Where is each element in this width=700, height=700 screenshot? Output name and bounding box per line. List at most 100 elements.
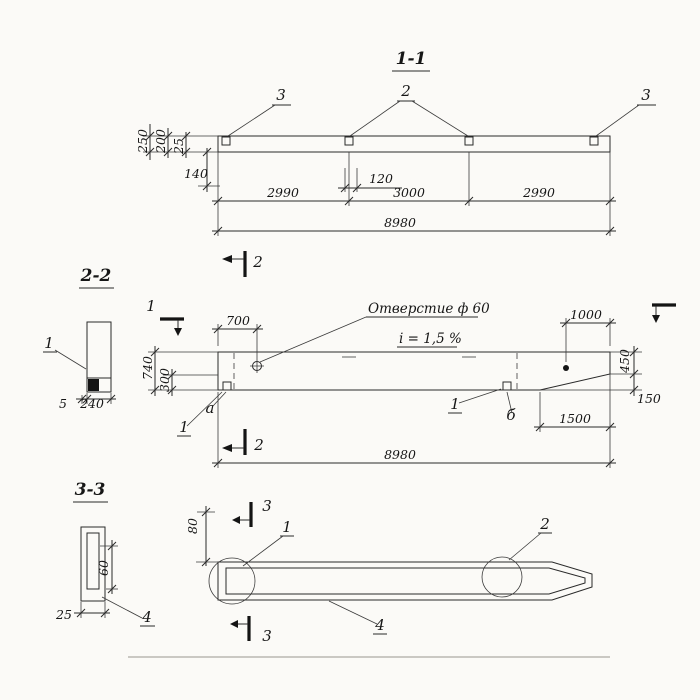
callout-3-left: 3 (276, 86, 286, 104)
leader-line (508, 532, 542, 561)
dim-ticks (150, 347, 177, 395)
dim-1000: 1000 (570, 307, 602, 322)
leader-line (411, 100, 469, 137)
dim-ticks (202, 147, 212, 191)
cut-2-arrowhead (222, 444, 232, 452)
bearing-mark-left (222, 381, 232, 391)
dim-ticks (629, 347, 639, 395)
dim-3000: 3000 (393, 185, 425, 200)
cut-2-label-top: 2 (252, 253, 263, 271)
view-section-3-3: 3-3 60 25 4 (55, 480, 155, 627)
cut-3-label-top: 3 (262, 497, 272, 515)
dim-ticks (535, 422, 615, 432)
embedded-plate (344, 136, 354, 146)
dim-2990-left: 2990 (266, 185, 299, 200)
slope-note: i = 1,5 % (399, 331, 462, 347)
view-elevation: 2 2 1 Отверстие ф 60 i = 1,5 % (140, 251, 676, 468)
beam-bottom-outline (217, 561, 593, 601)
hole-crosshair (250, 359, 264, 373)
dim-ticks (340, 183, 362, 193)
callout-2: 2 (539, 515, 550, 533)
dim-ticks (201, 507, 211, 567)
cross-section-outline (86, 321, 112, 393)
callout-1-right: 1 (450, 395, 460, 413)
callout-4: 4 (141, 608, 152, 626)
dim-120: 120 (369, 171, 393, 186)
beam-bottom-inner-outline (225, 567, 586, 595)
dim-2990-right: 2990 (522, 185, 555, 200)
dim-8980-bottom: 8980 (384, 447, 416, 462)
section-3-3-title: 3-3 (75, 480, 106, 500)
leader-line (349, 100, 401, 137)
cut-2-arrowhead (222, 255, 232, 263)
dim-740: 740 (140, 356, 155, 380)
dim-ticks (145, 131, 191, 157)
hole-note: Отверстие ф 60 (368, 301, 490, 317)
leader-line (54, 349, 87, 370)
callout-2-mid: 2 (400, 82, 411, 100)
dim-1500: 1500 (559, 411, 591, 426)
callout-4: 4 (374, 616, 385, 634)
dim-450: 450 (617, 349, 632, 374)
embedded-plate (221, 136, 231, 146)
dim-ticks (213, 458, 615, 468)
dim-250: 250 (135, 129, 150, 154)
dim-8980-top: 8980 (384, 215, 416, 230)
dim-ticks (213, 196, 615, 206)
dim-25: 25 (55, 607, 72, 622)
detail-circle-right (481, 556, 523, 598)
node-label-b: б (506, 406, 516, 424)
cut-1-label-left: 1 (146, 297, 156, 315)
beam-elevation-outline (217, 351, 611, 391)
view-bottom-plan: 3 3 80 1 2 4 (185, 497, 593, 645)
dim-60: 60 (96, 560, 111, 576)
cut-1-arrowhead (174, 328, 182, 336)
leader-line (458, 388, 502, 404)
dim-140: 140 (184, 166, 208, 181)
callout-1: 1 (282, 518, 292, 536)
dim-ticks (561, 318, 615, 328)
leader-line (595, 104, 640, 137)
cut-3-label-bottom: 3 (262, 627, 272, 645)
section-1-1-title: 1-1 (396, 49, 427, 69)
bearing-mark-right (502, 381, 512, 391)
cut-3-arrowhead (230, 620, 238, 628)
leader-line (186, 391, 223, 427)
cut-1-arrowhead (652, 315, 660, 323)
view-section-1-1: 1-1 3 2 3 250 200 25 140 (135, 49, 656, 236)
embedded-plate (464, 136, 474, 146)
dim-ticks (107, 541, 117, 594)
callout-1: 1 (44, 334, 54, 352)
cut-3-arrowhead (232, 516, 240, 524)
leader-line (506, 391, 513, 414)
callout-3-right: 3 (641, 86, 651, 104)
dim-ticks (213, 324, 262, 334)
leader-line (101, 596, 143, 619)
dim-700: 700 (226, 313, 250, 328)
dim-5: 5 (59, 396, 67, 411)
dim-300: 300 (157, 368, 172, 392)
view-section-2-2: 2-2 1 5 240 (43, 266, 116, 411)
dim-25: 25 (171, 138, 186, 155)
dim-200: 200 (153, 129, 168, 154)
node-label-a: а (206, 399, 215, 417)
leader-line (259, 316, 367, 363)
dim-ticks (76, 608, 110, 618)
section-bearing-mark (88, 379, 99, 391)
anchor-dot (563, 365, 569, 371)
leader-line (328, 600, 378, 625)
beam-plan-outline (217, 135, 611, 153)
leader-line (212, 391, 227, 407)
dim-ticks (213, 226, 615, 236)
leader-line (242, 535, 284, 567)
dim-80: 80 (185, 518, 200, 534)
dim-ticks (77, 394, 116, 404)
section-2-2-title: 2-2 (80, 266, 112, 286)
embedded-plate (589, 136, 599, 146)
dim-150: 150 (637, 391, 661, 406)
channel-inner-outline (86, 532, 100, 590)
channel-outer-outline (80, 526, 106, 602)
leader-line (227, 104, 276, 137)
detail-circle-left (208, 557, 256, 605)
